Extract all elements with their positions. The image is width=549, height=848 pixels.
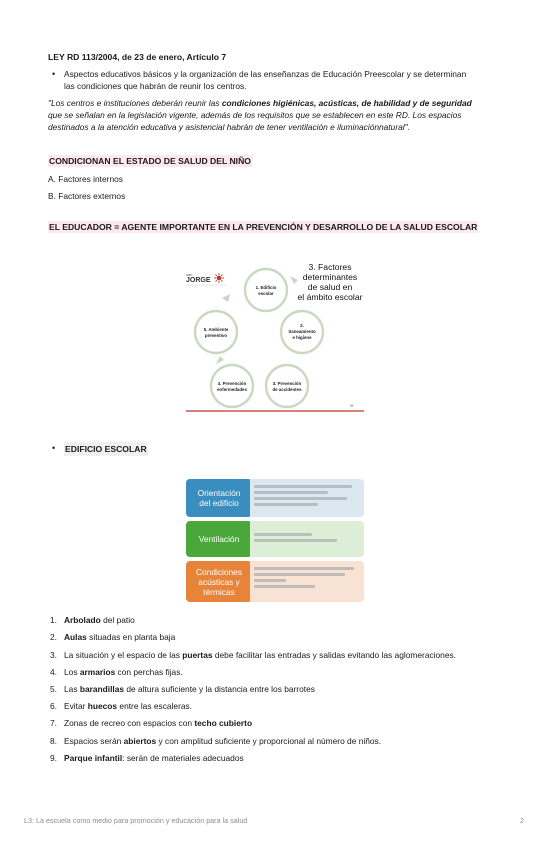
node3-text-a: 3. Prevención [273, 381, 302, 386]
bullet-dot-icon: • [52, 443, 56, 453]
building-heading: EDIFICIO ESCOLAR [64, 442, 148, 456]
list-item: 4. Los armarios con perchas fijas. [50, 666, 183, 678]
node3-text-b: de accidentes [272, 387, 302, 392]
list-item-pre: Los [64, 667, 80, 677]
list-item-bold: Parque infantil [64, 753, 123, 763]
list-item-text: Zonas de recreo con espacios con techo c… [64, 717, 252, 729]
list-item-text: La situación y el espacio de las puertas… [64, 649, 456, 661]
list-item-text: Los armarios con perchas fijas. [64, 666, 183, 678]
fig2-label-ventilation: Ventilación [186, 521, 252, 557]
quote-line3: destinados a la atención educativa y asi… [48, 122, 410, 132]
list-item-rest: situadas en planta baja [86, 632, 176, 642]
fig2-body-acoustic [250, 561, 364, 602]
node1-text-b: escolar [258, 291, 274, 296]
list-item: 9. Parque infantil: serán de materiales a… [50, 752, 244, 764]
list-item-rest: de altura suficiente y la distancia entr… [124, 684, 315, 694]
list-item-number: 7. [50, 718, 57, 728]
quote-line1-pre: "Los centros e instituciones deberán reu… [48, 98, 222, 108]
list-item-text: Parque infantil: serán de materiales ade… [64, 752, 244, 764]
law-bullet-line2: las condiciones que habrán de reunir los… [64, 81, 247, 91]
fig-corner-text: ffff [350, 404, 353, 408]
list-item-bold: techo cubierto [194, 718, 253, 728]
list-item-rest: : serán de materiales adecuados [122, 753, 244, 763]
fig2-body-ventilation [250, 521, 364, 557]
node4-text-b: enfermedades [217, 387, 247, 392]
fig-title-line2: determinantes [303, 272, 357, 282]
list-item-pre: Las [64, 684, 80, 694]
fig-title-line4: el ámbito escolar [298, 292, 363, 302]
list-item-bold: Arbolado [64, 615, 101, 625]
list-item-pre: Espacios serán [64, 736, 124, 746]
page-number: 2 [520, 816, 524, 825]
list-item: 5. Las barandillas de altura suficiente y… [50, 683, 315, 695]
node1-text-a: 1. Edificio [256, 285, 277, 290]
list-item-number: 5. [50, 684, 57, 694]
fig2-row-ventilation: Ventilación [186, 521, 364, 557]
list-item-number: 3. [50, 650, 57, 660]
list-item-bold: puertas [182, 650, 213, 660]
node2-text-a: 2. [300, 323, 304, 328]
building-bullet: • EDIFICIO ESCOLAR [52, 442, 148, 456]
logo-sun-icon [214, 273, 224, 283]
list-item-text: Arbolado del patio [64, 614, 135, 626]
list-item-rest: del patio [100, 615, 135, 625]
fig-title-line3: de salud en [308, 282, 353, 292]
list-item: 8. Espacios serán abiertos y con amplitud… [50, 735, 381, 747]
node2-text-c: e higiene [292, 335, 312, 340]
health-item-a: A. Factores internos [48, 174, 123, 184]
node5-text-b: preventivo [205, 333, 228, 338]
fig2-body-orientation [250, 479, 364, 517]
footer-text: L3: La escuela como medio para promoción… [24, 816, 248, 825]
list-item-rest: entre las escaleras. [117, 701, 193, 711]
list-item-bold: armarios [79, 667, 116, 677]
logo-small-text: san [186, 272, 192, 277]
quote-line1-bold: condiciones higiénicas, acústicas, de ha… [221, 98, 472, 108]
list-item-number: 8. [50, 736, 57, 746]
list-item-text: Espacios serán abiertos y con amplitud s… [64, 735, 381, 747]
list-item-text: Evitar huecos entre las escaleras. [64, 700, 192, 712]
quote-line2: que se señalan en la legislación vigente… [48, 110, 462, 120]
list-item-number: 6. [50, 701, 57, 711]
health-item-b: B. Factores externos [48, 191, 126, 201]
health-heading: CONDICIONAN EL ESTADO DE SALUD DEL NIÑO [48, 155, 252, 167]
list-item-number: 1. [50, 615, 57, 625]
list-item: 2. Aulas situadas en planta baja [50, 631, 175, 643]
list-item-number: 9. [50, 753, 57, 763]
law-quote: "Los centros e instituciones deberán reu… [48, 97, 500, 133]
bullet-dot-icon: • [52, 69, 56, 79]
list-item-rest: y con amplitud suficiente y proporcional… [156, 736, 382, 746]
list-item-text: Aulas situadas en planta baja [64, 631, 175, 643]
list-item-rest: con perchas fijas. [115, 667, 183, 677]
list-item-bold: huecos [87, 701, 118, 711]
fig-title-line1: 3. Factores [309, 262, 352, 272]
law-heading: LEY RD 113/2004, de 23 de enero, Artícul… [48, 52, 227, 62]
node4-text-a: 4. Prevención [218, 381, 247, 386]
list-item: 7. Zonas de recreo con espacios con techo… [50, 717, 252, 729]
educator-heading: EL EDUCADOR = AGENTE IMPORTANTE EN LA PR… [48, 221, 479, 233]
node5-text-a: 5. Ambiente [204, 327, 229, 332]
law-bullet: • Aspectos educativos básicos y la organ… [52, 68, 466, 92]
list-item-text: Las barandillas de altura suficiente y l… [64, 683, 315, 695]
list-item-bold: abiertos [123, 736, 157, 746]
list-item-pre: La situación y el espacio de las [64, 650, 183, 660]
logo-text: JORGE [186, 277, 211, 284]
list-item-number: 4. [50, 667, 57, 677]
list-item-number: 2. [50, 632, 57, 642]
list-item: 1. Arbolado del patio [50, 614, 135, 626]
list-item-bold: barandillas [79, 684, 125, 694]
health-factors-diagram: san JORGE 3. Factores determinantes de s… [180, 254, 370, 414]
list-item-rest: debe facilitar las entradas y salidas ev… [212, 650, 457, 660]
law-bullet-line1: Aspectos educativos básicos y la organiz… [64, 69, 467, 79]
list-item-pre: Evitar [64, 701, 88, 711]
node2-text-b: Saneamiento [288, 329, 316, 334]
list-item-pre: Zonas de recreo con espacios con [64, 718, 195, 728]
list-item: 6. Evitar huecos entre las escaleras. [50, 700, 192, 712]
list-item-bold: Aulas [64, 632, 87, 642]
list-item: 3. La situación y el espacio de las puert… [50, 649, 456, 661]
